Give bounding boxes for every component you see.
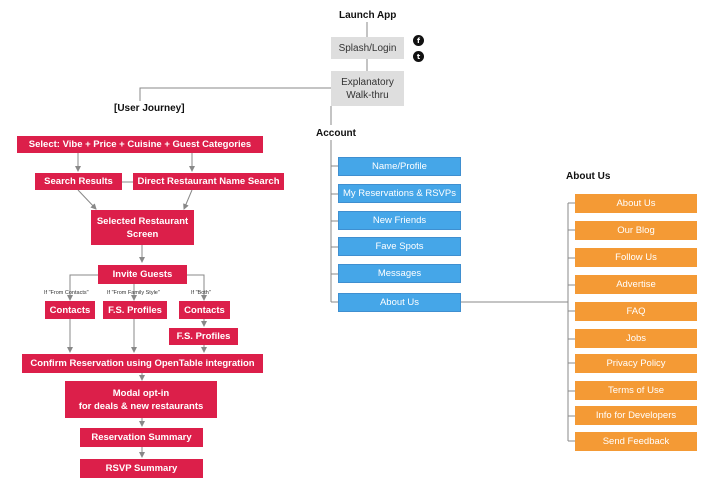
note-from-contacts: If "From Contacts": [44, 290, 89, 296]
reservation-summary-node: Reservation Summary: [80, 428, 203, 447]
user-journey-heading: [User Journey]: [114, 103, 185, 114]
about-item-faq[interactable]: FAQ: [575, 302, 697, 321]
splash-login-node: Splash/Login: [331, 37, 404, 59]
selected-restaurant-screen-node: Selected Restaurant Screen: [91, 210, 194, 245]
about-item-our-blog[interactable]: Our Blog: [575, 221, 697, 240]
about-item-about-us[interactable]: About Us: [575, 194, 697, 213]
fs-profiles-both-node: F.S. Profiles: [169, 328, 238, 345]
about-item-privacy-policy[interactable]: Privacy Policy: [575, 354, 697, 373]
account-item-messages[interactable]: Messages: [338, 264, 461, 283]
explanatory-walkthru-node: Explanatory Walk-thru: [331, 71, 404, 106]
account-item-fave-spots[interactable]: Fave Spots: [338, 237, 461, 256]
about-item-info-developers[interactable]: Info for Developers: [575, 406, 697, 425]
select-categories-node: Select: Vibe + Price + Cuisine + Guest C…: [17, 136, 263, 153]
modal-opt-in-node: Modal opt-in for deals & new restaurants: [65, 381, 217, 418]
account-item-reservations-rsvps[interactable]: My Reservations & RSVPs: [338, 184, 461, 203]
account-heading: Account: [316, 128, 356, 139]
about-item-follow-us[interactable]: Follow Us: [575, 248, 697, 267]
note-both: If "Both": [191, 290, 211, 296]
about-us-heading: About Us: [566, 171, 611, 182]
about-item-jobs[interactable]: Jobs: [575, 329, 697, 348]
about-item-send-feedback[interactable]: Send Feedback: [575, 432, 697, 451]
invite-guests-node: Invite Guests: [98, 265, 187, 284]
account-item-new-friends[interactable]: New Friends: [338, 211, 461, 230]
fs-profiles-node: F.S. Profiles: [103, 301, 167, 319]
search-results-node: Search Results: [35, 173, 122, 190]
contacts-node: Contacts: [45, 301, 95, 319]
rsvp-summary-node: RSVP Summary: [80, 459, 203, 478]
note-from-family-style: If "From Family Style": [107, 290, 160, 296]
account-item-about-us[interactable]: About Us: [338, 293, 461, 312]
contacts-both-node: Contacts: [179, 301, 230, 319]
account-item-name-profile[interactable]: Name/Profile: [338, 157, 461, 176]
confirm-reservation-node: Confirm Reservation using OpenTable inte…: [22, 354, 263, 373]
about-item-advertise[interactable]: Advertise: [575, 275, 697, 294]
launch-app-heading: Launch App: [339, 10, 397, 21]
twitter-icon[interactable]: t: [413, 51, 424, 62]
facebook-icon[interactable]: f: [413, 35, 424, 46]
about-item-terms-of-use[interactable]: Terms of Use: [575, 381, 697, 400]
direct-name-search-node: Direct Restaurant Name Search: [133, 173, 284, 190]
